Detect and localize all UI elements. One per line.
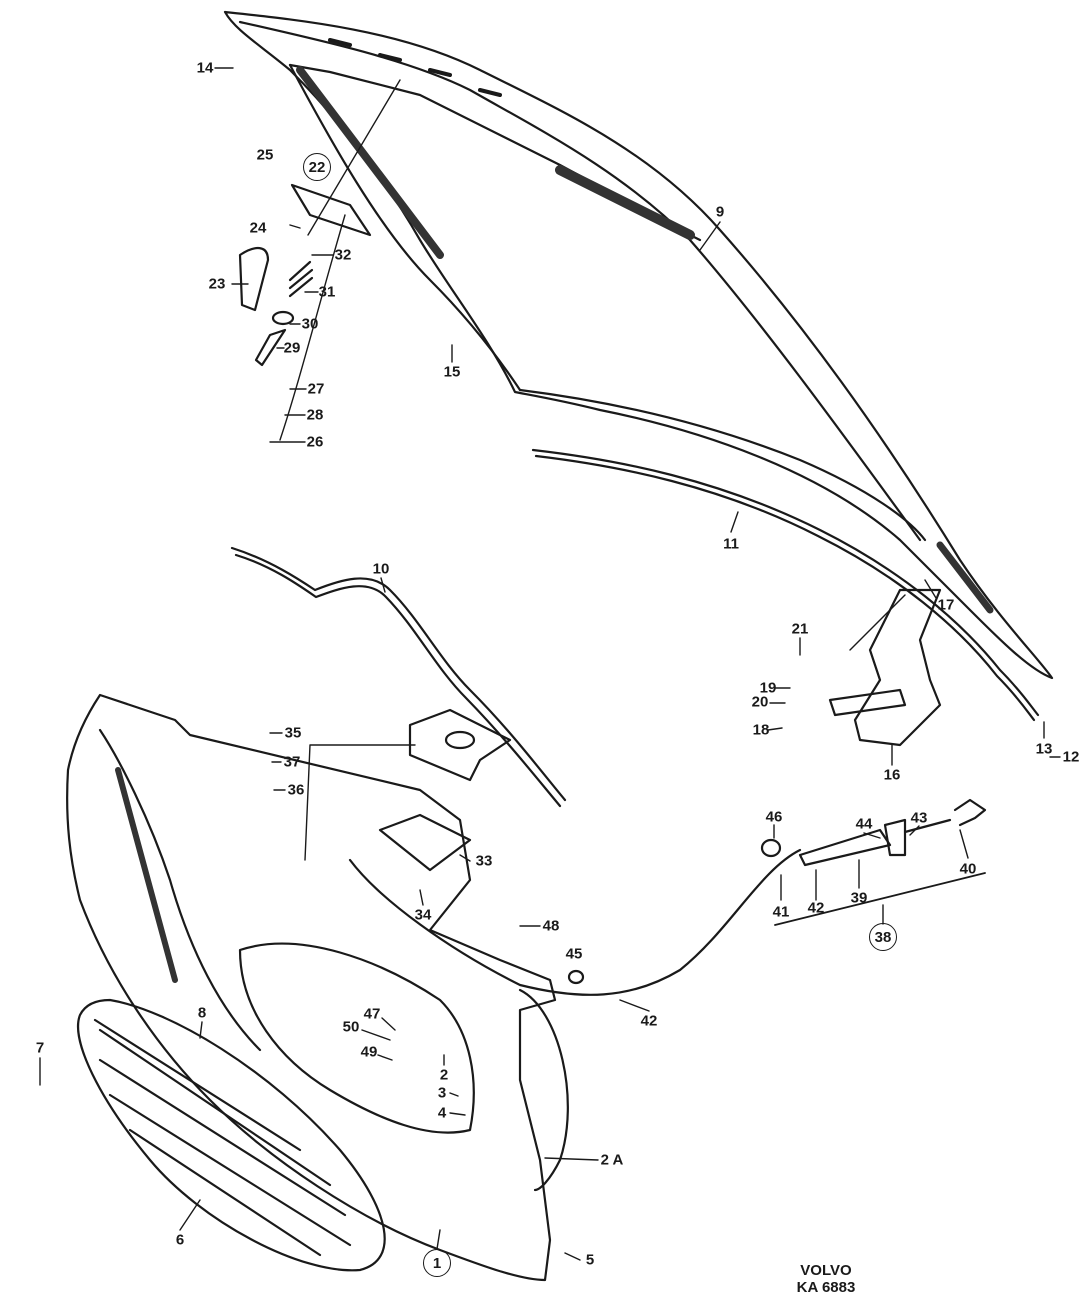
callout-44: 44: [855, 815, 873, 833]
callout-33: 33: [475, 852, 493, 870]
callout-41: 41: [772, 903, 790, 921]
callout-27: 27: [307, 380, 325, 398]
callout-19: 19: [759, 679, 777, 697]
callout-4: 4: [437, 1104, 447, 1122]
callout-7: 7: [35, 1039, 45, 1057]
callout-50: 50: [342, 1018, 360, 1036]
hood-part-9: [223, 10, 1054, 680]
callout-49: 49: [360, 1043, 378, 1061]
callout-16: 16: [883, 766, 901, 784]
callout-15: 15: [443, 363, 461, 381]
callout-30: 30: [301, 315, 319, 333]
callout-22: 22: [303, 153, 331, 181]
callout-32: 32: [334, 246, 352, 264]
callout-24: 24: [249, 219, 267, 237]
callout-43: 43: [910, 809, 928, 827]
callout-48: 48: [542, 917, 560, 935]
callout-12: 12: [1062, 748, 1080, 766]
grille-panel-part-1: [66, 693, 569, 1282]
callout-45: 45: [565, 945, 583, 963]
drawing-code: KA 6883: [796, 1279, 856, 1296]
leader-lines: [39, 67, 1061, 1261]
hinge-part-16: [828, 588, 942, 747]
callout-8: 8: [197, 1004, 207, 1022]
callout-35: 35: [284, 724, 302, 742]
callout-5: 5: [585, 1251, 595, 1269]
callout-20: 20: [751, 693, 769, 711]
callout-26: 26: [306, 433, 324, 451]
seal-part-11: [531, 448, 1040, 717]
callout-37: 37: [283, 753, 301, 771]
callout-3: 3: [437, 1084, 447, 1102]
callout-25: 25: [256, 146, 274, 164]
callout-6: 6: [175, 1231, 185, 1249]
callout-42-cable: 42: [640, 1012, 658, 1030]
callout-31: 31: [318, 283, 336, 301]
callout-47: 47: [363, 1005, 381, 1023]
callout-2: 2: [439, 1066, 449, 1084]
callout-40: 40: [959, 860, 977, 878]
callout-38: 38: [869, 923, 897, 951]
callout-29: 29: [283, 339, 301, 357]
callout-10: 10: [372, 560, 390, 578]
callout-34: 34: [414, 906, 432, 924]
callout-18: 18: [752, 721, 770, 739]
callout-21: 21: [791, 620, 809, 638]
callout-13: 13: [1035, 740, 1053, 758]
callout-2a: 2 A: [600, 1151, 624, 1169]
grille-part-6: [77, 998, 386, 1272]
brand-text: VOLVO: [800, 1262, 852, 1279]
lock-parts: [238, 79, 401, 441]
callout-23: 23: [208, 275, 226, 293]
callout-14: 14: [196, 59, 214, 77]
callout-28: 28: [306, 406, 324, 424]
release-handle-parts: [567, 798, 987, 985]
callout-9: 9: [715, 203, 725, 221]
release-cable-part-42: [348, 848, 802, 996]
callout-11: 11: [723, 535, 739, 553]
seal-part-10: [230, 546, 567, 802]
callout-46: 46: [765, 808, 783, 826]
callout-17: 17: [937, 596, 955, 614]
latch-part-33: [304, 708, 512, 872]
callout-36: 36: [287, 781, 305, 799]
callout-39: 39: [850, 889, 868, 907]
callout-42-handle: 42: [807, 899, 825, 917]
callout-1: 1: [423, 1249, 451, 1277]
drawing-reference: VOLVO KA 6883: [797, 1262, 856, 1296]
